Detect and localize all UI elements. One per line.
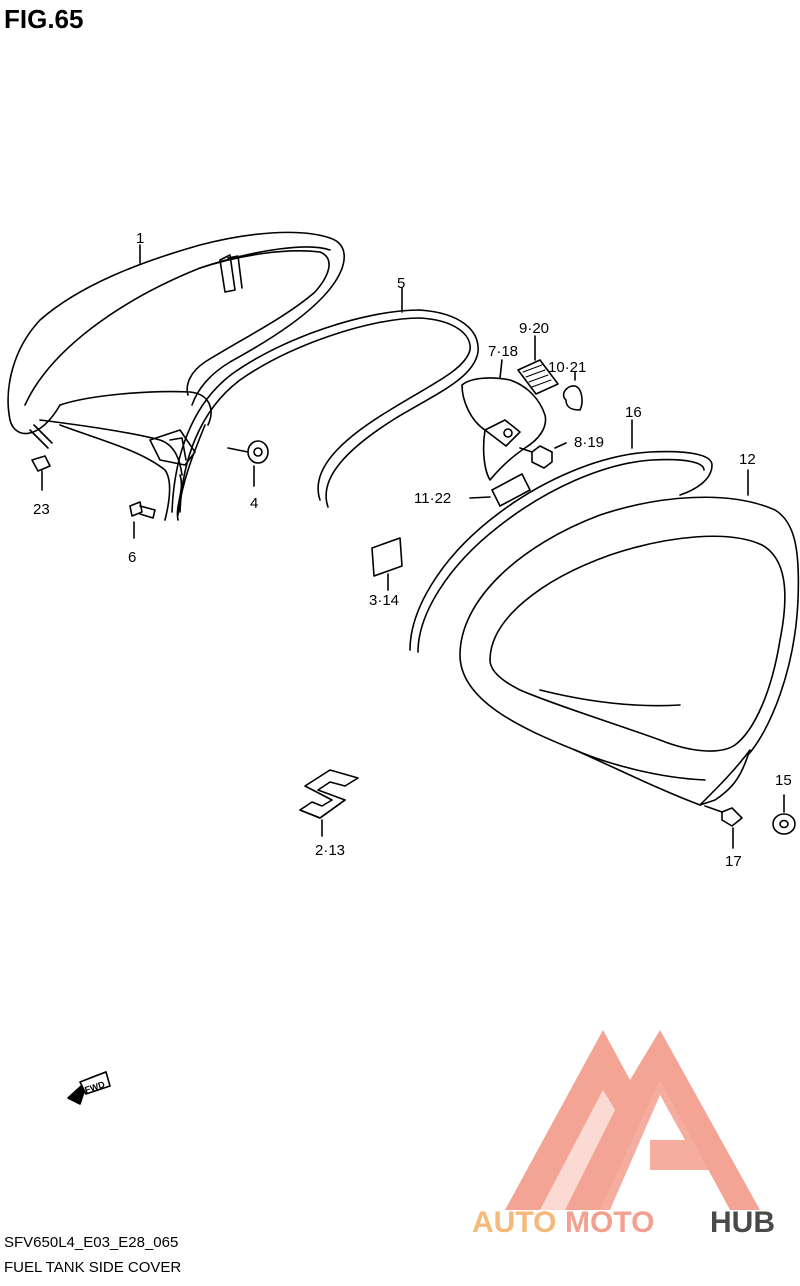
callout-5: 5 [397, 275, 405, 292]
part-2-13-emblem [299, 769, 359, 837]
callout-1: 1 [136, 230, 144, 247]
watermark-text: AUTO MOTO HUB [472, 1206, 775, 1239]
callout-3-14: 3·14 [369, 592, 399, 609]
part-1-left-side-cover [7, 231, 345, 521]
part-9-20-mesh [517, 335, 559, 395]
svg-text:HUB: HUB [710, 1206, 775, 1239]
callout-6: 6 [128, 549, 136, 566]
callout-7-18: 7·18 [488, 343, 518, 360]
callout-12: 12 [739, 451, 756, 468]
watermark-logo [505, 1030, 760, 1210]
callout-2-13: 2·13 [315, 842, 345, 859]
callout-15: 15 [775, 772, 792, 789]
callout-10-21: 10·21 [548, 359, 586, 376]
part-10-21-cap [562, 371, 583, 411]
figure-title: FIG.65 [4, 4, 84, 34]
part-23-clip [31, 455, 51, 491]
part-17-bolt [704, 805, 743, 849]
part-5-trim [171, 287, 479, 513]
callout-23: 23 [33, 501, 50, 518]
part-11-22-pad [469, 473, 531, 507]
callout-8-19: 8·19 [574, 434, 604, 451]
svg-text:MOTO: MOTO [565, 1206, 654, 1239]
part-3-14-pad [371, 537, 403, 591]
model-code: SFV650L4_E03_E28_065 [4, 1234, 179, 1251]
part-15-grommet [772, 794, 796, 835]
fwd-arrow-icon [67, 1071, 111, 1105]
callout-11-22: 11·22 [414, 490, 451, 507]
part-6-bolt [129, 501, 156, 539]
part-8-19-screw [519, 442, 567, 469]
callout-16: 16 [625, 404, 642, 421]
callout-4: 4 [250, 495, 258, 512]
callout-17: 17 [725, 853, 742, 870]
part-16-trim [409, 419, 713, 653]
part-4-grommet [227, 440, 269, 487]
callout-labels: 1 23 6 4 5 3·14 9·20 7·18 10·21 8·19 11·… [33, 230, 792, 870]
figure-name: FUEL TANK SIDE COVER [4, 1259, 182, 1276]
svg-text:AUTO: AUTO [472, 1206, 556, 1239]
part-12-right-side-cover [459, 469, 800, 806]
part-7-18-bracket [461, 359, 547, 481]
callout-9-20: 9·20 [519, 320, 549, 337]
